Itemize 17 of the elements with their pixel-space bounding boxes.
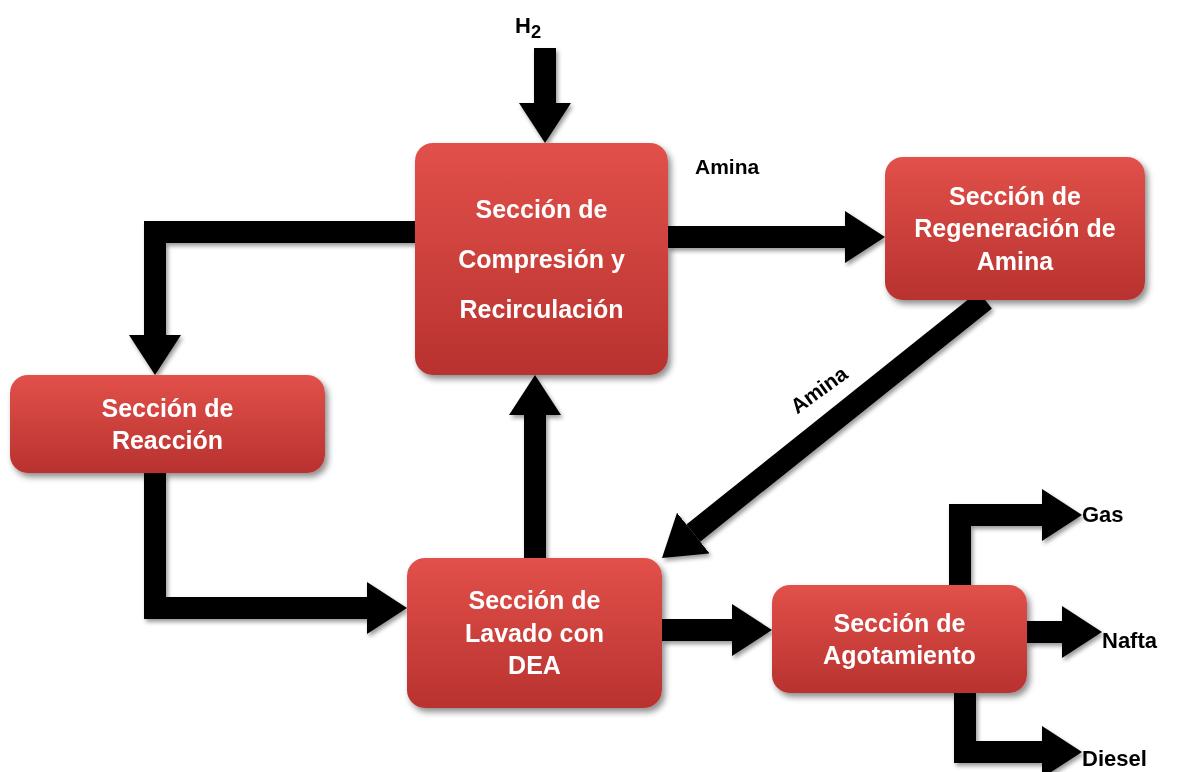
process-box: Sección de Agotamiento: [772, 585, 1027, 693]
block-arrow: [519, 48, 571, 143]
block-arrow: [662, 604, 772, 656]
block-arrow: [144, 473, 407, 634]
process-box: Sección de Reacción: [10, 375, 325, 473]
block-arrow: [668, 211, 885, 263]
process-box: Sección de Regeneración de Amina: [885, 157, 1145, 300]
stream-text: Diesel: [1082, 746, 1147, 772]
process-box: Sección de Lavado con DEA: [407, 558, 662, 708]
stream-text: Nafta: [1102, 628, 1157, 654]
stream-text: Gas: [1082, 502, 1124, 528]
block-arrow: [509, 375, 561, 558]
stream-text: H$_{2}$: [515, 12, 542, 44]
process-box: Sección de Compresión y Recirculación: [415, 143, 668, 375]
block-arrow: [129, 221, 415, 375]
block-arrow: [954, 693, 1082, 772]
block-arrow: [1027, 606, 1102, 658]
